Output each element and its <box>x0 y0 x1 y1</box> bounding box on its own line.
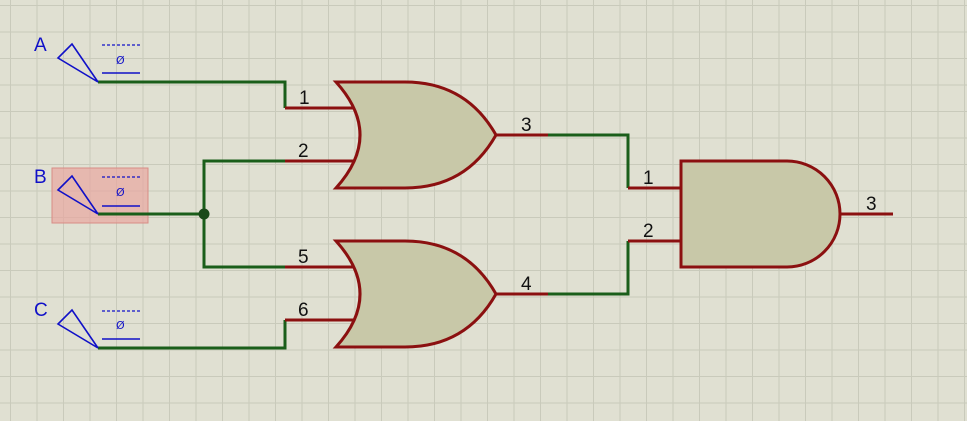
terminal-a-label: A <box>34 35 47 56</box>
and-gate[interactable]: 1 2 3 <box>628 159 893 269</box>
terminal-a-triangle-icon <box>56 42 99 83</box>
or1-body <box>332 80 498 190</box>
input-terminal-a[interactable]: Ø A <box>34 35 140 83</box>
or2-pin-6-label: 6 <box>298 300 309 321</box>
and-pin-2-label: 2 <box>643 221 654 242</box>
input-terminal-b[interactable]: Ø B <box>34 167 140 215</box>
or2-pin-5-label: 5 <box>298 247 309 268</box>
wire-b-to-or1[interactable] <box>202 159 285 214</box>
or-gate-1[interactable]: 1 2 3 <box>285 80 548 190</box>
terminal-c-triangle-icon <box>56 308 99 349</box>
wire-or2-to-and[interactable] <box>548 241 630 296</box>
junction-dot <box>198 208 210 220</box>
and-body <box>679 159 842 269</box>
terminal-c-label: C <box>34 300 48 321</box>
or2-body <box>332 239 498 349</box>
wire-c-to-or2[interactable] <box>98 320 287 350</box>
wire-or1-to-and[interactable] <box>548 133 630 188</box>
wire-b-to-or2[interactable] <box>202 214 285 269</box>
terminal-b-triangle-icon <box>56 174 99 215</box>
input-terminal-c[interactable]: Ø C <box>34 300 140 349</box>
or1-pin-2-label: 2 <box>298 141 309 162</box>
or1-pin-3-label: 3 <box>521 115 532 136</box>
or2-pin-4-label: 4 <box>521 274 532 295</box>
and-pin-1-label: 1 <box>643 168 654 189</box>
terminal-c-state: Ø <box>116 319 125 332</box>
terminal-b-label: B <box>34 167 47 188</box>
wire-a-to-or1[interactable] <box>98 80 287 108</box>
or-gate-2[interactable]: 5 6 4 <box>285 239 548 349</box>
terminal-a-state: Ø <box>116 54 125 67</box>
or1-pin-1-label: 1 <box>299 88 310 109</box>
and-pin-3-label: 3 <box>866 194 877 215</box>
terminal-b-state: Ø <box>116 186 125 199</box>
